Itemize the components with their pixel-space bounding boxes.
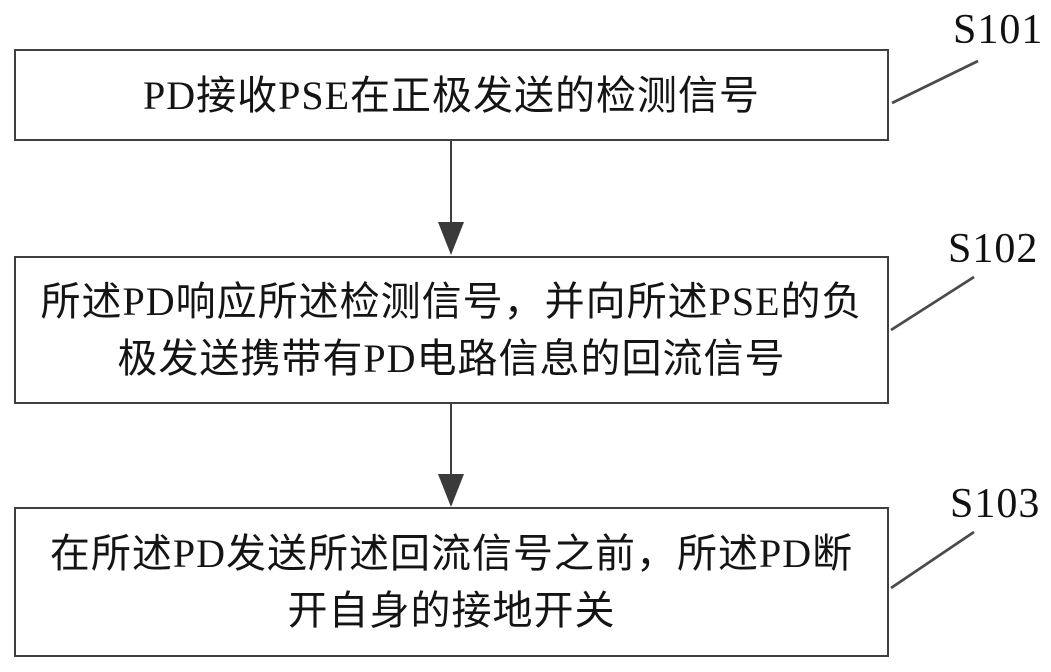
arrow-down-icon: [438, 222, 464, 255]
arrow-down-shaft: [450, 141, 452, 225]
arrow-down-shaft: [450, 404, 452, 477]
leader-line-s101: [891, 59, 979, 105]
step-box-s102: 所述PD响应所述检测信号，并向所述PSE的负 极发送携带有PD电路信息的回流信号: [14, 256, 889, 404]
step-box-s103: 在所述PD发送所述回流信号之前，所述PD断 开自身的接地开关: [14, 507, 889, 657]
step-text-line: 在所述PD发送所述回流信号之前，所述PD断: [49, 531, 854, 576]
step-text-line: 极发送携带有PD电路信息的回流信号: [117, 336, 786, 381]
step-box-s101: PD接收PSE在正极发送的检测信号: [14, 49, 889, 141]
leader-line-s102: [890, 275, 975, 332]
step-label-s101: S101: [953, 7, 1044, 53]
step-text-line: 所述PD响应所述检测信号，并向所述PSE的负: [40, 279, 863, 324]
step-label-s102: S102: [948, 226, 1039, 272]
step-text-line: 开自身的接地开关: [287, 588, 616, 633]
step-text-line: PD接收PSE在正极发送的检测信号: [142, 72, 761, 118]
leader-line-s103: [890, 530, 975, 590]
arrow-down-icon: [438, 474, 464, 507]
step-label-s103: S103: [950, 481, 1041, 527]
